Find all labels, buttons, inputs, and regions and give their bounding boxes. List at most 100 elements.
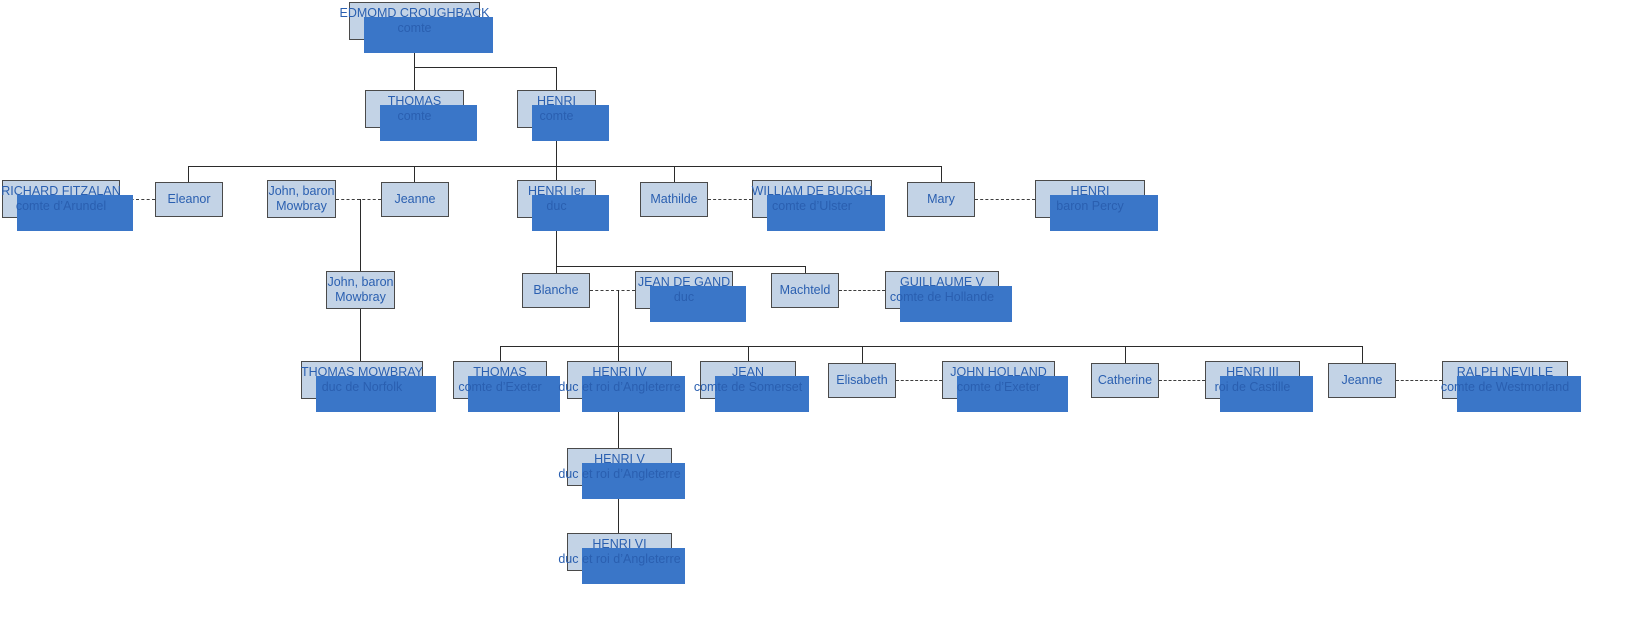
- person-title: duc: [546, 199, 567, 213]
- person-title: comte: [397, 21, 432, 35]
- person-title: duc et roi d’Angleterre: [558, 467, 681, 481]
- connector-l-bus2: [188, 166, 942, 168]
- person-title: comte d’Arundel: [15, 199, 107, 213]
- connector-l-d-mary: [941, 166, 943, 182]
- connector-l-d-jeanne1: [414, 166, 416, 182]
- connector-l-thomas-drop: [414, 67, 416, 90]
- person-title: comte: [539, 109, 574, 123]
- marriage-link-m-jeanne-ralph: [1396, 380, 1442, 381]
- person-node-mary[interactable]: Mary: [907, 182, 975, 217]
- person-title: duc et roi d’Angleterre: [558, 552, 681, 566]
- connector-l-bus3: [556, 266, 806, 268]
- person-name: JEAN DE GAND: [637, 275, 731, 290]
- person-name: JEAN: [732, 365, 764, 380]
- person-title: duc et roi d’Angleterre: [558, 380, 681, 394]
- person-title: comte d’Ulster: [772, 199, 852, 213]
- connector-l-d-jeanne2: [1362, 346, 1364, 363]
- marriage-link-m-catherine-henriii: [1159, 380, 1205, 381]
- person-name: Catherine: [1097, 373, 1153, 388]
- marriage-link-m-elisabeth-holland: [896, 380, 942, 381]
- marriage-link-m-mathilde-william: [708, 199, 752, 200]
- person-name: HENRI V: [594, 452, 645, 467]
- connector-l-bus4: [500, 346, 1362, 348]
- person-title: baron Percy: [1056, 199, 1124, 213]
- person-name: THOMAS: [387, 94, 442, 109]
- marriage-link-m-mowbray-jeanne: [336, 199, 381, 200]
- person-name: HENRI Ier: [528, 184, 585, 199]
- person-node-eleanor[interactable]: Eleanor: [155, 182, 223, 217]
- connector-l-d-catherine: [1125, 346, 1127, 363]
- connector-l-henriier-down: [556, 218, 558, 266]
- marriage-link-m-mary-percy: [975, 199, 1035, 200]
- person-name: THOMAS: [473, 365, 527, 380]
- person-title: duc de Norfolk: [321, 380, 403, 394]
- person-title: Mowbray: [335, 290, 386, 304]
- connector-l-bus1: [414, 67, 557, 69]
- person-name: Mary: [927, 192, 955, 207]
- connector-l-d-blanche: [556, 266, 558, 273]
- person-name: HENRI III: [1226, 365, 1279, 380]
- person-name: GUILLAUME V: [899, 275, 985, 290]
- connector-l-henri-drop: [556, 67, 558, 90]
- connector-l-d-henriier: [556, 166, 558, 180]
- person-title: comte d’Exeter: [956, 380, 1041, 394]
- person-title: comte de Somerset: [693, 380, 803, 394]
- person-name: HENRI: [537, 94, 576, 109]
- person-node-machteld[interactable]: Machteld: [771, 273, 839, 308]
- person-name: HENRI IV: [592, 365, 647, 380]
- connector-l-mowbray-v: [360, 199, 362, 271]
- person-node-mathilde[interactable]: Mathilde: [640, 182, 708, 217]
- marriage-descent-m-blanche-gand: [618, 290, 620, 310]
- marriage-link-m-richard-eleanor: [120, 199, 155, 200]
- marriage-descent-m-mowbray-jeanne: [360, 199, 362, 219]
- person-title: Mowbray: [276, 199, 327, 213]
- person-name: Jeanne: [394, 192, 436, 207]
- connector-l-mowbray-v2: [360, 309, 362, 361]
- person-title: comte de Westmorland: [1440, 380, 1570, 394]
- marriage-link-m-machteld-guill: [839, 290, 885, 291]
- connector-l-d-thomasex: [500, 346, 502, 361]
- connector-l-d-eleanor: [188, 166, 190, 182]
- person-node-blanche[interactable]: Blanche: [522, 273, 590, 308]
- person-name: John, baron: [327, 275, 394, 290]
- connector-l-d-mathilde: [674, 166, 676, 182]
- connector-l-henriiv-v: [618, 399, 620, 448]
- person-name: EDMOMD CROUGHBACK: [339, 6, 490, 21]
- person-name: RALPH NEVILLE: [1456, 365, 1554, 380]
- person-node-jeanne_1[interactable]: Jeanne: [381, 182, 449, 217]
- person-node-catherine[interactable]: Catherine: [1091, 363, 1159, 398]
- connector-l-henri-down: [556, 128, 558, 166]
- person-name: Blanche: [533, 283, 579, 298]
- connector-l-d-elisabeth: [862, 346, 864, 363]
- person-name: Machteld: [779, 283, 831, 298]
- person-node-jeanne_2[interactable]: Jeanne: [1328, 363, 1396, 398]
- person-name: HENRI VI: [592, 537, 647, 552]
- person-title: comte d’Exeter: [458, 380, 542, 394]
- marriage-link-m-blanche-gand: [590, 290, 635, 291]
- person-node-elisabeth[interactable]: Elisabeth: [828, 363, 896, 398]
- connector-l-gand-down: [618, 290, 620, 361]
- person-name: Eleanor: [167, 192, 211, 207]
- connector-l-d-henriiv: [618, 346, 620, 361]
- connector-l-henriv-v: [618, 486, 620, 533]
